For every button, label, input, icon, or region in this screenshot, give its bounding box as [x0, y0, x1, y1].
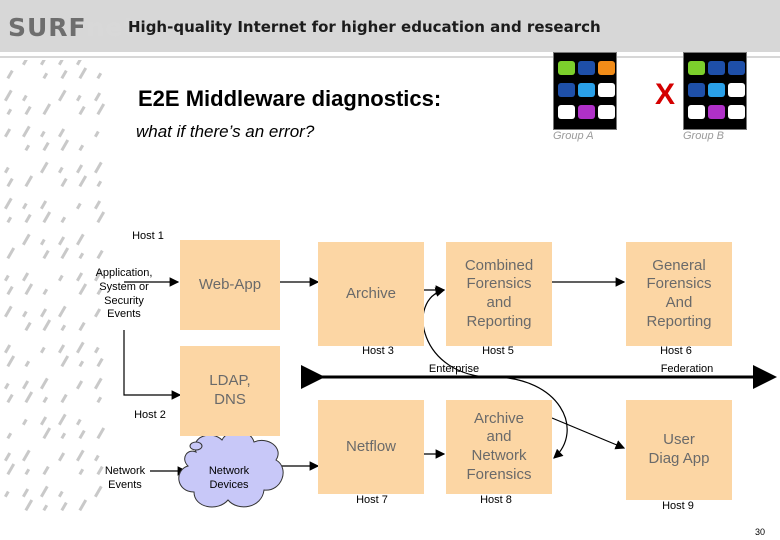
- puzzle-piece-icon: [558, 61, 575, 75]
- label-network-devices: Network Devices: [208, 465, 250, 491]
- label-enterprise: Enterprise: [428, 363, 480, 375]
- puzzle-piece-icon: [688, 105, 705, 119]
- box-webapp: Web-App: [180, 240, 280, 330]
- slide-title: E2E Middleware diagnostics:: [138, 86, 442, 111]
- puzzle-piece-icon: [728, 105, 745, 119]
- page-number: 30: [755, 527, 766, 537]
- group-a-label: Group A: [553, 130, 594, 142]
- label-network-events: Network Events: [104, 465, 146, 491]
- surfnet-logo: SURFnet: [8, 13, 136, 42]
- box-archive: Archive: [318, 242, 424, 346]
- cloud-router-icon: [189, 441, 203, 451]
- puzzle-piece-icon: [598, 105, 615, 119]
- line-host1-to-host2: [123, 330, 182, 400]
- box-user-diag-app: User Diag App: [626, 400, 732, 500]
- header-band: [0, 0, 780, 58]
- label-host5: Host 5: [482, 345, 514, 357]
- box-general-forensics: General Forensics And Reporting: [626, 242, 732, 346]
- header-tagline: High-quality Internet for higher educati…: [128, 18, 601, 36]
- error-x-mark: X: [655, 78, 676, 111]
- puzzle-piece-icon: [688, 61, 705, 75]
- curve-enterprise-to-combined: [422, 287, 493, 378]
- box-netflow: Netflow: [318, 400, 424, 494]
- puzzle-piece-icon: [708, 61, 725, 75]
- puzzle-piece-icon: [728, 61, 745, 75]
- label-app-events: Application, System or Security Events: [95, 267, 153, 321]
- label-host9: Host 9: [662, 500, 694, 512]
- label-host1: Host 1: [132, 230, 164, 242]
- puzzle-piece-icon: [598, 61, 615, 75]
- group-b-label: Group B: [683, 130, 724, 142]
- puzzle-piece-icon: [598, 83, 615, 97]
- puzzle-piece-icon: [558, 83, 575, 97]
- box-archive-network-forensics: Archive and Network Forensics: [446, 400, 552, 494]
- box-ldap-dns: LDAP, DNS: [180, 346, 280, 436]
- puzzle-piece-icon: [578, 61, 595, 75]
- arrow-archive-net-to-userdiag: [551, 417, 626, 450]
- label-host7: Host 7: [356, 494, 388, 506]
- label-host2: Host 2: [134, 409, 166, 421]
- label-host6: Host 6: [660, 345, 692, 357]
- group-a-thumbnail: [553, 52, 617, 130]
- curve-enterprise-to-archive-net: [491, 376, 568, 459]
- puzzle-piece-icon: [688, 83, 705, 97]
- puzzle-piece-icon: [558, 105, 575, 119]
- puzzle-piece-icon: [578, 83, 595, 97]
- slide-subtitle: what if there’s an error?: [136, 122, 315, 141]
- puzzle-piece-icon: [708, 83, 725, 97]
- label-host8: Host 8: [480, 494, 512, 506]
- label-host3: Host 3: [362, 345, 394, 357]
- puzzle-piece-icon: [708, 105, 725, 119]
- decorative-pattern: [3, 60, 106, 512]
- label-federation: Federation: [660, 363, 714, 375]
- puzzle-piece-icon: [578, 105, 595, 119]
- brand-surf: SURF: [8, 13, 87, 42]
- brand-net: net: [86, 13, 137, 42]
- puzzle-piece-icon: [728, 83, 745, 97]
- box-combined-forensics: Combined Forensics and Reporting: [446, 242, 552, 346]
- group-b-thumbnail: [683, 52, 747, 130]
